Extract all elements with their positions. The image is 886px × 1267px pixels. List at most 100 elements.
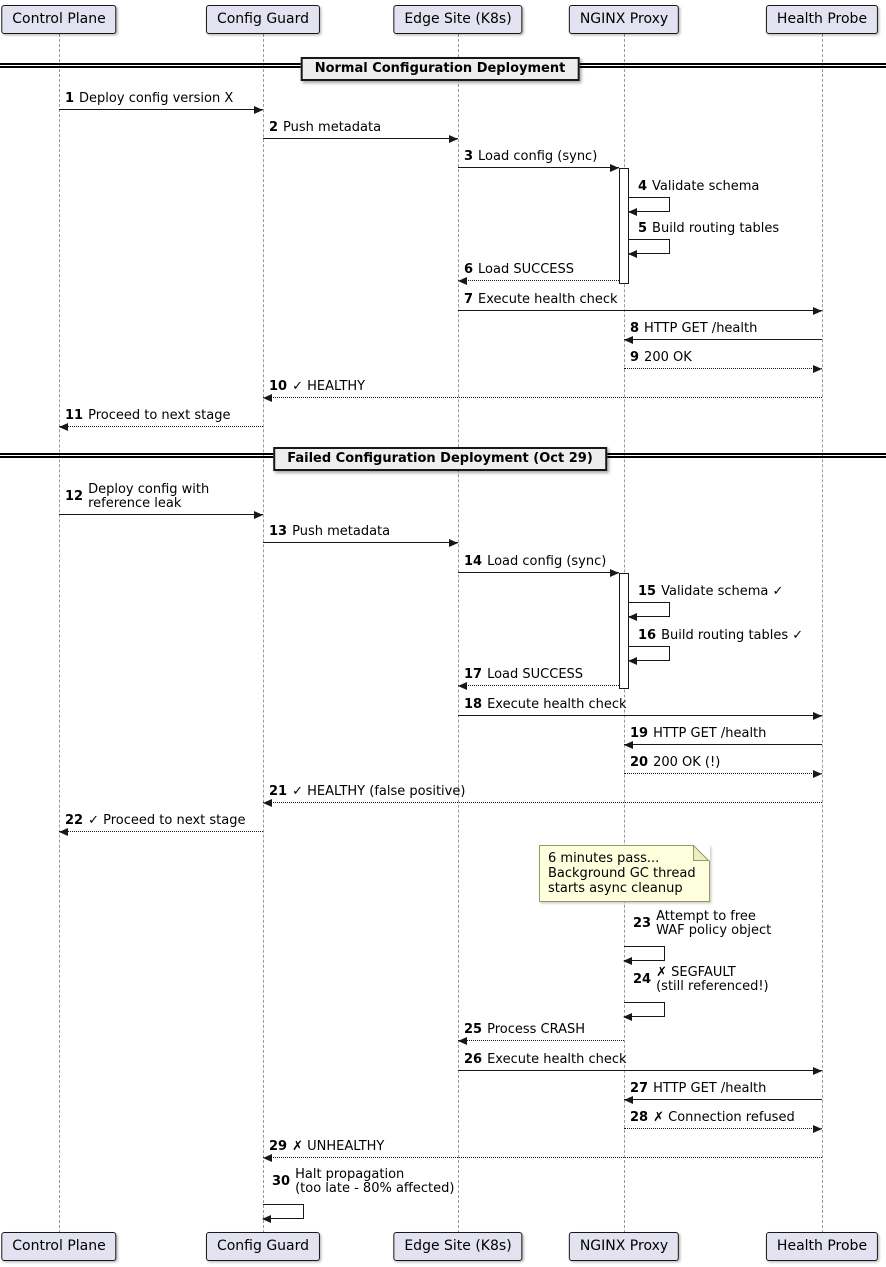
message-22-arrow <box>59 827 263 836</box>
message-line <box>263 397 822 398</box>
message-number: 10 <box>269 379 288 394</box>
message-28-arrow <box>624 1124 822 1133</box>
message-text: ✓ HEALTHY <box>292 379 366 394</box>
message-number: 16 <box>638 628 657 643</box>
message-text: ✗ SEGFAULT(still referenced!) <box>656 966 769 994</box>
message-text: Validate schema ✓ <box>661 584 784 599</box>
message-text: Load config (sync) <box>487 554 607 569</box>
message-text: Proceed to next stage <box>88 408 231 423</box>
message-28-label: 28✗ Connection refused <box>630 1111 795 1125</box>
message-number: 2 <box>269 120 279 135</box>
lifeline-control-plane <box>59 34 60 1233</box>
note-text-line: Background GC thread <box>548 866 696 881</box>
message-text: ✓ HEALTHY (false positive) <box>292 784 466 799</box>
message-10-label: 10 ✓ HEALTHY <box>269 380 365 394</box>
message-text-line: Halt propagation <box>295 1167 405 1182</box>
message-number: 12 <box>65 489 84 504</box>
arrowhead-icon <box>262 1215 271 1223</box>
message-19-arrow <box>624 740 822 749</box>
message-number: 18 <box>464 697 483 712</box>
message-line <box>59 426 263 427</box>
message-text-line: Deploy config with <box>88 482 210 497</box>
message-23-self-arrow <box>623 946 665 965</box>
arrowhead-icon <box>628 208 637 216</box>
message-number: 23 <box>633 916 652 931</box>
message-number: 8 <box>630 321 640 336</box>
message-number: 30 <box>272 1174 291 1189</box>
lifeline-config-guard <box>263 34 264 1233</box>
message-text: HTTP GET /health <box>644 321 758 336</box>
message-21-label: 21✓ HEALTHY (false positive) <box>269 785 465 799</box>
message-line <box>624 339 822 340</box>
lifeline-health-probe <box>822 34 823 1233</box>
arrowhead-icon <box>263 1154 272 1162</box>
message-text: Execute health check <box>487 1052 627 1067</box>
participant-edge-site-k8s-top: Edge Site (K8s) <box>393 5 523 34</box>
message-line <box>458 310 822 311</box>
note-text-line: 6 minutes pass... <box>548 851 660 866</box>
message-line <box>263 542 458 543</box>
message-text: Execute health check <box>478 292 618 307</box>
message-text: 200 OK (!) <box>653 755 721 770</box>
message-text: 200 OK <box>644 350 692 365</box>
participant-health-probe-bottom: Health Probe <box>765 1232 879 1261</box>
message-line <box>624 773 822 774</box>
arrowhead-icon <box>628 250 637 258</box>
message-10-arrow <box>263 393 822 402</box>
activation-bar <box>619 168 629 284</box>
message-line <box>458 1040 624 1041</box>
message-text: Build routing tables <box>652 221 780 236</box>
message-26-arrow <box>458 1066 822 1075</box>
message-text-line: reference leak <box>88 496 182 511</box>
message-number: 5 <box>638 221 648 236</box>
divider-label: Normal Configuration Deployment <box>314 61 566 76</box>
section-divider: Failed Configuration Deployment (Oct 29) <box>273 447 607 471</box>
message-24-self-arrow <box>623 1002 665 1021</box>
participant-edge-site-k8s-bottom: Edge Site (K8s) <box>393 1232 523 1261</box>
participant-nginx-proxy-bottom: NGINX Proxy <box>568 1232 680 1261</box>
arrowhead-icon <box>624 1096 633 1104</box>
activation-bar <box>619 573 629 689</box>
message-text-line: WAF policy object <box>656 923 772 938</box>
message-number: 4 <box>638 179 648 194</box>
message-text: Load SUCCESS <box>478 262 575 277</box>
lifeline-edge-site-k8s <box>458 34 459 1233</box>
arrowhead-icon <box>624 741 633 749</box>
message-30-label: 30 Halt propagation(too late - 80% affect… <box>272 1168 454 1196</box>
message-text-line: (too late - 80% affected) <box>295 1181 455 1196</box>
message-30-self-arrow <box>262 1204 304 1223</box>
message-7-arrow <box>458 306 822 315</box>
message-8-label: 8 HTTP GET /health <box>630 322 757 336</box>
message-text: Process CRASH <box>487 1022 586 1037</box>
message-number: 19 <box>630 726 649 741</box>
message-29-arrow <box>263 1153 822 1162</box>
arrowhead-icon <box>624 336 633 344</box>
message-text-line: ✗ SEGFAULT <box>656 965 736 980</box>
message-21-arrow <box>263 798 822 807</box>
arrowhead-icon <box>628 657 637 665</box>
arrowhead-icon <box>628 613 637 621</box>
message-line <box>458 685 619 686</box>
message-12-arrow <box>59 510 263 519</box>
message-number: 1 <box>65 91 75 106</box>
arrowhead-icon <box>610 164 619 172</box>
message-29-label: 29✗ UNHEALTHY <box>269 1140 384 1154</box>
message-2-arrow <box>263 134 458 143</box>
message-5-self-arrow <box>628 239 670 258</box>
note-text-line: starts async cleanup <box>548 881 683 896</box>
message-line <box>263 1157 822 1158</box>
message-text: HTTP GET /health <box>653 1081 767 1096</box>
